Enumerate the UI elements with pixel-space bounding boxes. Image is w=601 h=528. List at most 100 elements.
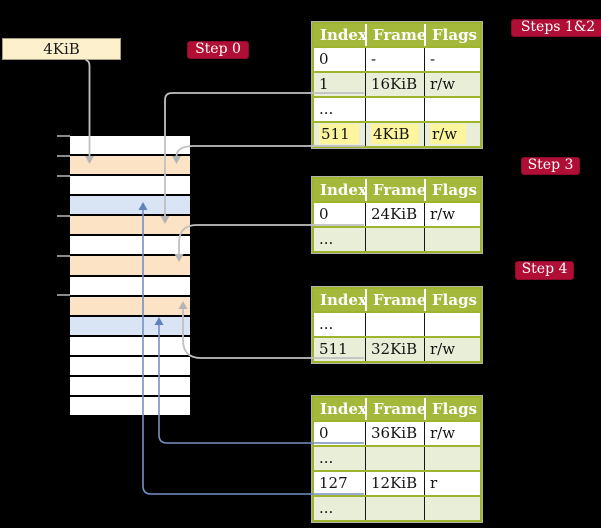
table-cell: 0: [319, 424, 329, 442]
badge-step-3-label: Step 3: [527, 157, 574, 173]
memory-row-white: [70, 136, 190, 157]
table-cell: [365, 98, 424, 121]
table-header-cell: Frame: [365, 289, 426, 311]
memory-row-white: [70, 176, 190, 197]
memory-row-blue: [70, 196, 190, 217]
table-header-cell: Index: [320, 181, 367, 199]
memory-column: [70, 136, 190, 416]
table-cell: [365, 447, 424, 470]
table-cell: [424, 98, 480, 121]
table-row: ...: [314, 228, 480, 251]
table-row: ...: [314, 447, 480, 472]
table-cell: 511: [319, 340, 348, 358]
table-cell: 4KiB: [365, 123, 424, 146]
table-cell: [365, 313, 424, 336]
table-header-cell: Flags: [424, 398, 480, 420]
table-cell: [365, 497, 424, 520]
address-tick: [57, 214, 70, 217]
table-cell: ...: [319, 449, 334, 467]
memory-row-white: [70, 236, 190, 257]
memory-row-peach: [70, 256, 190, 277]
table-cell: r: [424, 472, 480, 495]
table-header-cell: Index: [320, 400, 367, 418]
table-cell: ...: [319, 315, 334, 333]
table-cell: 32KiB: [365, 338, 424, 361]
table-cell: [424, 313, 480, 336]
table-cell: -: [365, 48, 424, 71]
table-cell: 12KiB: [365, 472, 424, 495]
badge-step-4-label: Step 4: [521, 261, 568, 277]
table-row: ...: [314, 98, 480, 123]
highlighted-value: 511: [319, 124, 359, 144]
table-row: 0 --: [314, 48, 480, 73]
table-cell: r/w: [424, 73, 480, 96]
table-header-cell: Frame: [365, 24, 426, 46]
cr3-frame-box: 4KiB: [2, 38, 121, 60]
table-cell: r/w: [424, 422, 480, 445]
table-row: 511 4KiB r/w: [314, 123, 480, 146]
badge-step-4: Step 4: [515, 261, 574, 280]
table-cell: r/w: [424, 338, 480, 361]
table-cell: [424, 447, 480, 470]
address-tick: [57, 294, 70, 297]
table-header-cell: Flags: [424, 24, 480, 46]
table-header-cell: Index: [320, 291, 367, 309]
cr3-frame-label: 4KiB: [43, 40, 80, 58]
badge-step-0: Step 0: [187, 41, 249, 59]
table-cell: 0: [319, 50, 329, 68]
memory-row-white: [70, 397, 190, 416]
badge-steps-1-2-label: Steps 1&2: [520, 19, 596, 35]
table-row: ...: [314, 313, 480, 338]
memory-row-white: [70, 336, 190, 357]
memory-row-blue: [70, 316, 190, 337]
table-header-cell: Frame: [365, 398, 426, 420]
address-tick: [57, 135, 70, 137]
table-header-cell: Index: [320, 26, 367, 44]
memory-row-white: [70, 276, 190, 297]
memory-row-peach: [70, 216, 190, 237]
memory-row-white: [70, 356, 190, 377]
table-cell: [365, 228, 424, 251]
table-cell: ...: [319, 100, 334, 118]
table-cell: ...: [319, 499, 334, 517]
highlighted-value: r/w: [430, 124, 467, 144]
table-cell: 0: [319, 205, 329, 223]
table-cell: 1: [319, 75, 329, 93]
highlighted-value: 4KiB: [371, 124, 419, 144]
table-cell: 511: [314, 123, 365, 146]
address-tick: [57, 154, 70, 157]
table-cell: 127: [319, 474, 348, 492]
table-cell: [424, 228, 480, 251]
table-cell: r/w: [424, 123, 480, 146]
table-cell: ...: [319, 230, 334, 248]
table-cell: 16KiB: [365, 73, 424, 96]
memory-row-peach: [70, 156, 190, 177]
badge-step-3: Step 3: [521, 157, 580, 175]
memory-row-white: [70, 376, 190, 398]
address-tick: [57, 254, 70, 257]
table-cell: -: [424, 48, 480, 71]
table-header-cell: Flags: [424, 179, 480, 201]
table-row: ...: [314, 497, 480, 520]
address-tick: [57, 174, 70, 177]
badge-step-0-label: Step 0: [195, 41, 241, 57]
table-cell: [424, 497, 480, 520]
badge-steps-1-2: Steps 1&2: [511, 19, 601, 37]
table-header-cell: Flags: [424, 289, 480, 311]
table-cell: 36KiB: [365, 422, 424, 445]
table-header-cell: Frame: [365, 179, 426, 201]
table-cell: r/w: [424, 203, 480, 226]
table-cell: 24KiB: [365, 203, 424, 226]
